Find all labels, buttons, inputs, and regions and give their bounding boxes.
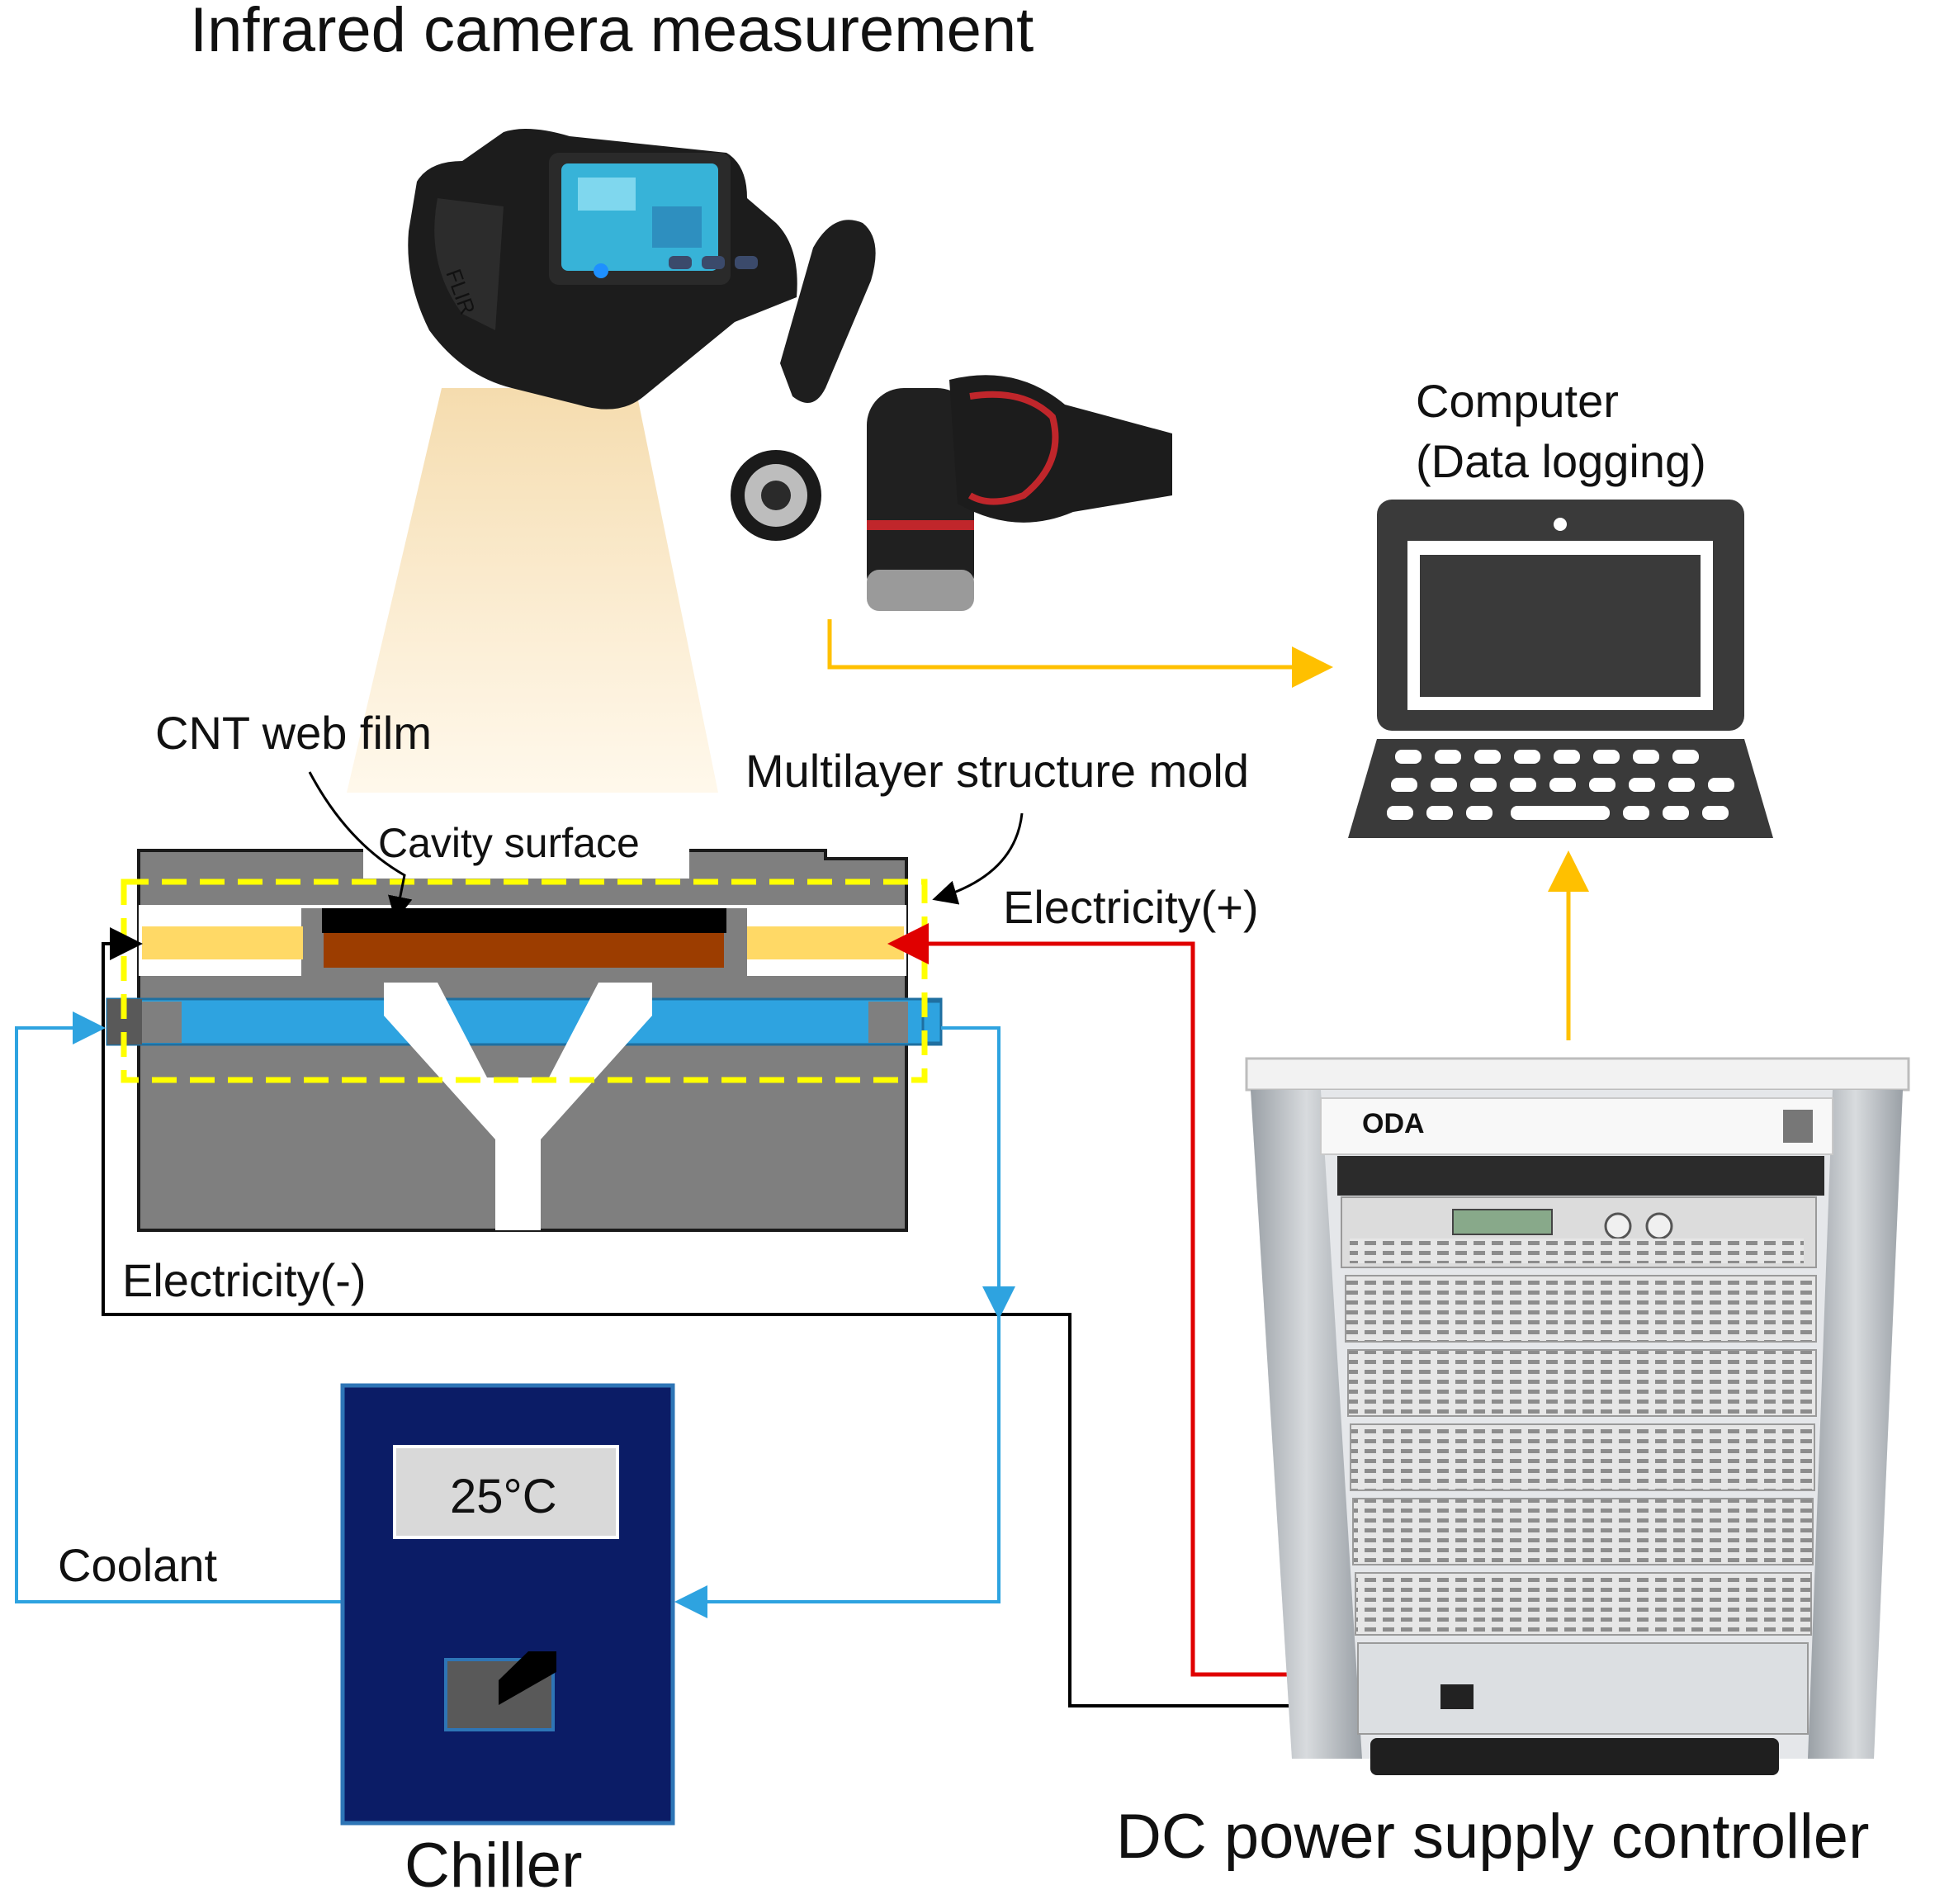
electricity-negative-label: Electricity(-) [122,1254,367,1306]
psu-brand-label: ODA [1362,1108,1425,1139]
cnt-film-label: CNT web film [155,707,432,759]
computer-sublabel: (Data logging) [1416,435,1706,487]
camera-to-computer-arrow [827,619,1333,688]
infrared-beam [347,388,718,793]
computer-label: Computer [1416,375,1619,427]
camera-title: Infrared camera measurement [190,0,1034,65]
brown-heating-layer [324,933,724,968]
coolant-to-chiller-line [674,1313,1001,1618]
chiller-label: Chiller [404,1831,582,1901]
infrared-camera-icon: FLIR [408,129,1172,611]
right-heater-layer [747,926,904,959]
coolant-return-line [941,1026,1015,1319]
mold-pointer [932,812,1024,905]
chiller-display [393,1445,619,1539]
y-runner [384,983,652,1230]
chiller-switch-toggle [499,1651,556,1705]
coolant-channel [106,997,943,1046]
coolant-supply-line [15,1011,343,1603]
psu-label: DC power supply controller [1116,1802,1869,1872]
cavity-label: Cavity surface [378,820,640,866]
coolant-label: Coolant [58,1539,217,1591]
left-heater-layer [142,926,303,959]
mold-dashed-outline [121,879,928,1083]
laptop-icon [1348,500,1773,838]
power-supply-rack: ODA [1245,1057,1910,1775]
multilayer-mold [106,847,943,1232]
positive-wire [887,923,1317,1677]
negative-wire [102,927,1317,1707]
electricity-positive-label: Electricity(+) [1003,881,1259,933]
cnt-web-film [322,908,726,933]
chiller-temperature: 25°C [450,1470,557,1523]
cnt-film-pointer [308,771,413,921]
mold-label: Multilayer structure mold [745,745,1249,797]
chiller-unit [340,1383,675,1826]
